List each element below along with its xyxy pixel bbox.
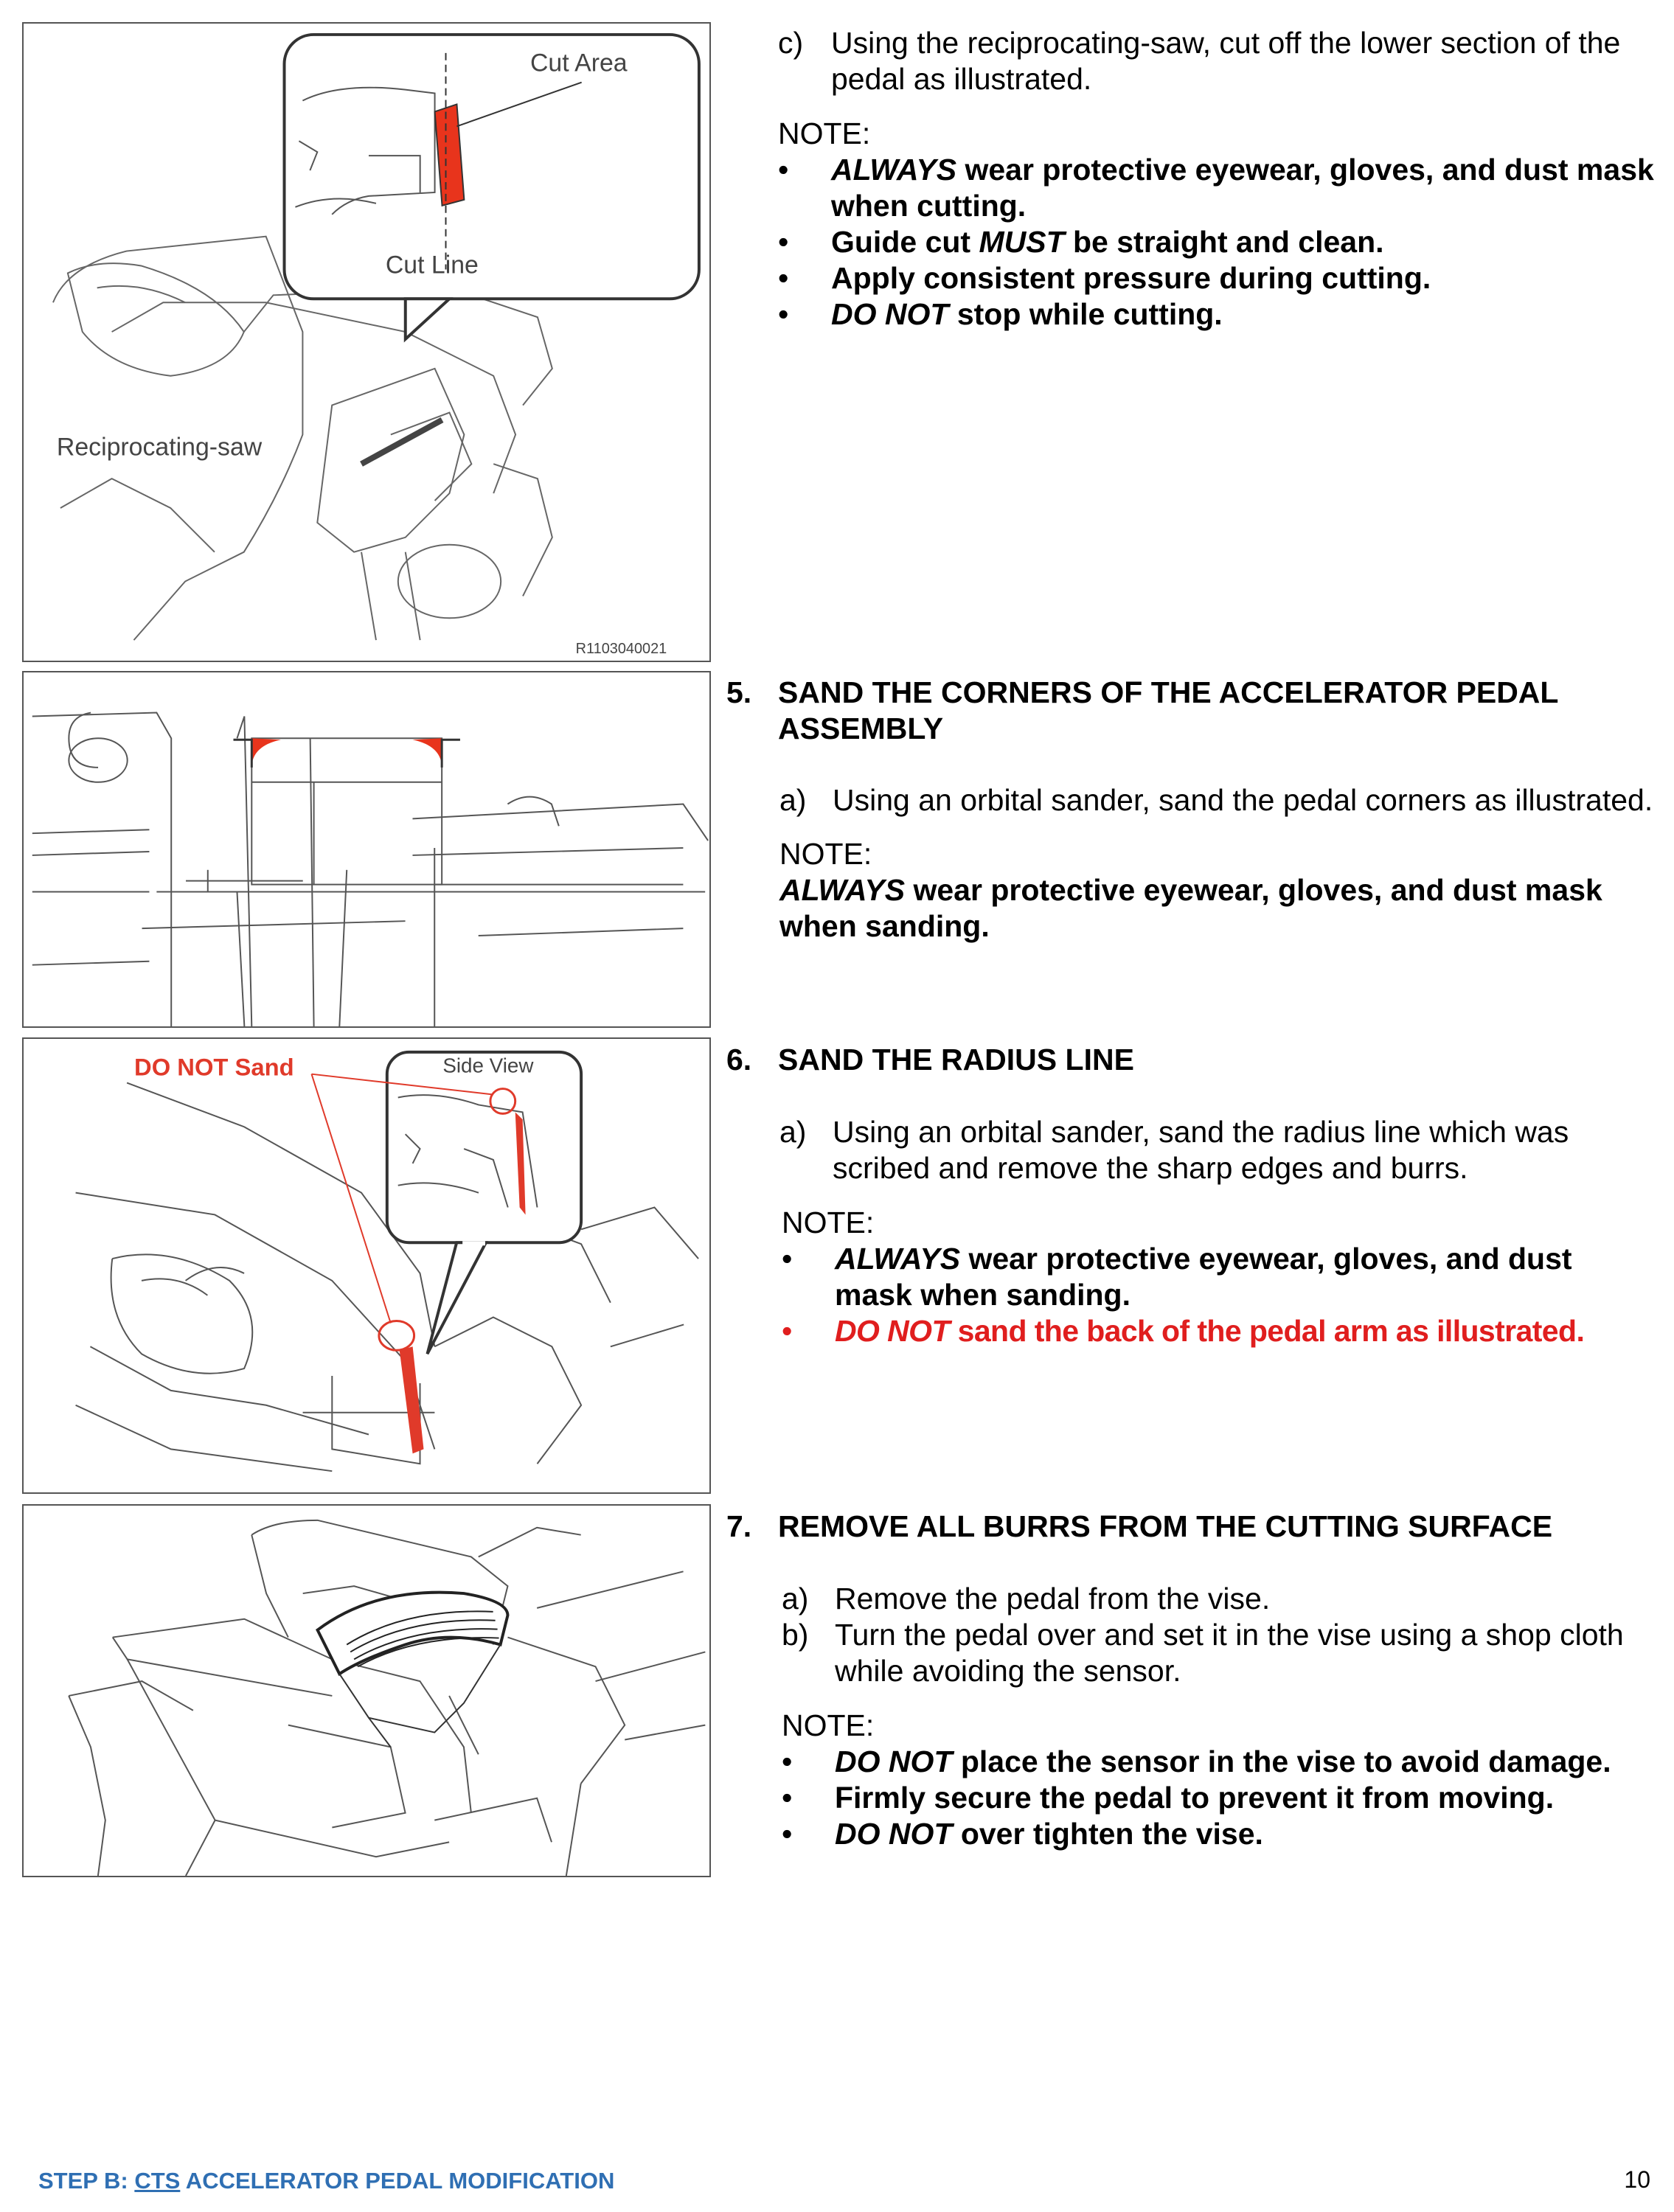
note-bullets: • ALWAYS wear protective eyewear, gloves,…	[778, 152, 1656, 333]
note-title: NOTE:	[779, 837, 872, 871]
step-7-item: a) Remove the pedal from the vise.	[726, 1581, 1656, 1617]
note-bullet: • Guide cut MUST be straight and clean.	[778, 224, 1656, 260]
bullet-text: Firmly secure the pedal to prevent it fr…	[835, 1781, 1555, 1815]
step-7-item: b) Turn the pedal over and set it in the…	[726, 1617, 1656, 1689]
step-5-section: 5. SAND THE CORNERS OF THE ACCELERATOR P…	[726, 675, 1656, 945]
step-6-heading: 6. SAND THE RADIUS LINE	[726, 1042, 1656, 1078]
bullet-text: sand the back of the pedal arm as illust…	[949, 1314, 1585, 1348]
bullet-emphasis: ALWAYS	[835, 1242, 961, 1276]
step-5-heading: 5. SAND THE CORNERS OF THE ACCELERATOR P…	[726, 675, 1656, 747]
bullet-emphasis: ALWAYS	[831, 153, 957, 187]
bullet-text: be straight and clean.	[1064, 225, 1384, 259]
figure-code: R1103040021	[576, 641, 667, 657]
footer-link-cts[interactable]: CTS	[134, 2168, 181, 2194]
bullet-dot: •	[782, 1314, 793, 1348]
note-bullet-warning: • DO NOT sand the back of the pedal arm a…	[782, 1313, 1656, 1349]
step-5-note: NOTE: ALWAYS wear protective eyewear, gl…	[726, 836, 1656, 945]
step-5-item: a) Using an orbital sander, sand the ped…	[726, 782, 1656, 818]
figure-cut-pedal: Cut Area Cut Line Reciprocating-saw R110…	[22, 22, 711, 662]
item-text: Using an orbital sander, sand the pedal …	[833, 783, 1653, 817]
label-cut-line: Cut Line	[386, 251, 479, 279]
step-number: 6.	[726, 1043, 752, 1077]
figure-remove-burrs	[22, 1504, 711, 1877]
note-bullet: • DO NOT place the sensor in the vise to …	[782, 1744, 1656, 1780]
item-text: Turn the pedal over and set it in the vi…	[835, 1618, 1624, 1688]
footer-prefix: STEP B:	[38, 2168, 135, 2194]
step-title: SAND THE RADIUS LINE	[778, 1043, 1134, 1077]
step-c-label: c)	[778, 26, 804, 60]
item-label: b)	[782, 1618, 809, 1652]
note-title: NOTE:	[782, 1708, 875, 1742]
item-text: Using an orbital sander, sand the radius…	[833, 1115, 1569, 1185]
step-c-text: Using the reciprocating-saw, cut off the…	[831, 26, 1621, 96]
bullet-text: stop while cutting.	[948, 297, 1223, 331]
step-7-note: NOTE: • DO NOT place the sensor in the vi…	[726, 1708, 1656, 1852]
note-text: wear protective eyewear, gloves, and dus…	[779, 873, 1602, 943]
note-bullets: • ALWAYS wear protective eyewear, gloves,…	[782, 1241, 1656, 1349]
step-c-section: c) Using the reciprocating-saw, cut off …	[726, 25, 1656, 333]
cut-pedal-illustration: Cut Area Cut Line Reciprocating-saw R110…	[52, 32, 701, 657]
bullet-dot: •	[782, 1242, 793, 1276]
sand-corners-illustration	[32, 712, 709, 1026]
step-c-note: NOTE: • ALWAYS wear protective eyewear, g…	[726, 116, 1656, 333]
label-reciprocating-saw: Reciprocating-saw	[57, 433, 263, 461]
label-cut-area: Cut Area	[530, 49, 628, 77]
bullet-emphasis: DO NOT	[835, 1745, 953, 1778]
note-title: NOTE:	[778, 116, 871, 150]
note-bullets: • DO NOT place the sensor in the vise to …	[782, 1744, 1656, 1852]
bullet-dot: •	[778, 225, 789, 259]
bullet-emphasis: DO NOT	[835, 1314, 950, 1348]
bullet-dot: •	[778, 261, 789, 295]
step-title: REMOVE ALL BURRS FROM THE CUTTING SURFAC…	[778, 1509, 1553, 1543]
step-number: 7.	[726, 1509, 752, 1543]
step-7-items: a) Remove the pedal from the vise. b) Tu…	[726, 1581, 1656, 1689]
item-label: a)	[782, 1582, 809, 1615]
note-bullet: • DO NOT over tighten the vise.	[782, 1816, 1656, 1852]
note-emphasis: ALWAYS	[779, 873, 906, 907]
bullet-text: place the sensor in the vise to avoid da…	[952, 1745, 1611, 1778]
footer-suffix: ACCELERATOR PEDAL MODIFICATION	[180, 2168, 615, 2194]
note-bullet: • DO NOT stop while cutting.	[778, 296, 1656, 333]
page-number: 10	[1624, 2166, 1650, 2193]
step-6-item: a) Using an orbital sander, sand the rad…	[726, 1114, 1656, 1186]
figure-sand-corners	[22, 671, 711, 1028]
label-do-not-sand: DO NOT Sand	[134, 1054, 294, 1081]
bullet-dot: •	[782, 1817, 793, 1851]
step-title: SAND THE CORNERS OF THE ACCELERATOR PEDA…	[778, 675, 1558, 745]
bullet-text: Apply consistent pressure during cutting…	[831, 261, 1431, 295]
figure-sand-radius: DO NOT Sand Side View	[22, 1037, 711, 1494]
bullet-text: over tighten the vise.	[952, 1817, 1263, 1851]
bullet-dot: •	[782, 1781, 793, 1815]
step-7-section: 7. REMOVE ALL BURRS FROM THE CUTTING SUR…	[726, 1509, 1656, 1852]
note-bullet: • Apply consistent pressure during cuttin…	[778, 260, 1656, 296]
note-bullet: • ALWAYS wear protective eyewear, gloves,…	[778, 152, 1656, 224]
note-title: NOTE:	[782, 1206, 875, 1239]
item-label: a)	[779, 783, 807, 817]
label-side-view: Side View	[442, 1054, 534, 1077]
bullet-dot: •	[778, 297, 789, 331]
step-number: 5.	[726, 675, 752, 709]
sand-radius-illustration: DO NOT Sand Side View	[75, 1050, 699, 1472]
note-bullet: • ALWAYS wear protective eyewear, gloves,…	[782, 1241, 1656, 1313]
bullet-text: wear protective eyewear, gloves, and dus…	[835, 1242, 1572, 1312]
item-text: Remove the pedal from the vise.	[835, 1582, 1271, 1615]
step-6-section: 6. SAND THE RADIUS LINE a) Using an orbi…	[726, 1042, 1656, 1349]
footer-section-title: STEP B: CTS ACCELERATOR PEDAL MODIFICATI…	[38, 2168, 614, 2194]
item-label: a)	[779, 1115, 807, 1149]
step-7-heading: 7. REMOVE ALL BURRS FROM THE CUTTING SUR…	[726, 1509, 1656, 1545]
bullet-text: wear protective eyewear, gloves, and dus…	[831, 153, 1654, 223]
step-6-note: NOTE: • ALWAYS wear protective eyewear, g…	[726, 1205, 1656, 1349]
note-bullet: • Firmly secure the pedal to prevent it f…	[782, 1780, 1656, 1816]
bullet-dot: •	[782, 1745, 793, 1778]
bullet-text-pre: Guide cut	[831, 225, 979, 259]
bullet-emphasis: MUST	[979, 225, 1065, 259]
step-c-item: c) Using the reciprocating-saw, cut off …	[726, 25, 1656, 97]
remove-burrs-illustration	[68, 1519, 706, 1876]
bullet-emphasis: DO NOT	[835, 1817, 953, 1851]
bullet-dot: •	[778, 153, 789, 187]
bullet-emphasis: DO NOT	[831, 297, 949, 331]
